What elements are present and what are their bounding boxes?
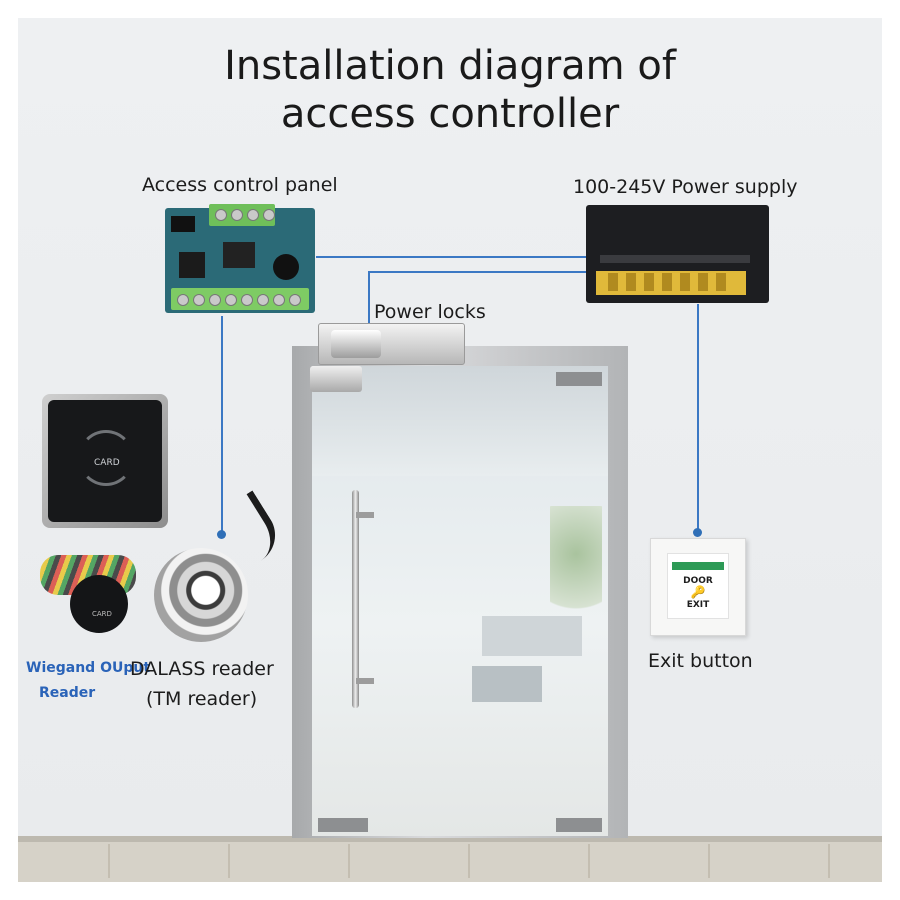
terminal-screw (193, 294, 205, 306)
psu-text-strip (600, 255, 750, 263)
floor-tile (108, 844, 110, 878)
floor-tile (228, 844, 230, 878)
key-icon: 🔑 (690, 585, 706, 599)
dalass-label-line-2: (TM reader) (146, 688, 258, 710)
lock-cylinder (331, 330, 381, 358)
office-desk (482, 616, 582, 656)
wiegand-card-text: CARD (92, 610, 112, 618)
diagram-title: Installation diagram of access controlle… (0, 42, 900, 138)
door-handle (352, 490, 359, 708)
floor-tile (708, 844, 710, 878)
terminal-screw (257, 294, 269, 306)
buzzer (273, 254, 299, 280)
wire-end-dot (217, 530, 226, 539)
handle-bracket (356, 512, 374, 518)
wiegand-label-line-1: Wiegand OUput (26, 660, 151, 676)
psu-terminal (644, 273, 654, 291)
terminal-screw (241, 294, 253, 306)
door-patch-fitting (318, 818, 368, 832)
terminal-screw (273, 294, 285, 306)
chip (223, 242, 255, 268)
exit-label: Exit button (648, 650, 753, 672)
wiegand-label-line-2: Reader (39, 685, 96, 701)
exit-button-exit-text: EXIT (686, 600, 710, 610)
wiegand-reader-body (70, 575, 128, 633)
reader-face: CARD (48, 400, 162, 522)
terminal-screw (289, 294, 301, 306)
power-supply-icon (586, 205, 769, 303)
dalass-reader-icon (154, 548, 248, 642)
terminal-screw (263, 209, 275, 221)
office-chair (472, 666, 542, 702)
reader-card-text: CARD (94, 458, 120, 468)
exit-button-green-band (672, 562, 724, 570)
psu-terminal (608, 273, 618, 291)
wire-psu-to-lock-horizontal (368, 271, 588, 273)
wire-psu-to-lock-vertical (368, 271, 370, 327)
electric-lock-icon (318, 323, 465, 365)
exit-button-face: DOOR 🔑 EXIT (667, 553, 729, 619)
terminal-screw (225, 294, 237, 306)
terminal-screw (209, 294, 221, 306)
door-patch-fitting (556, 818, 602, 832)
terminal-screw (231, 209, 243, 221)
header-pins (171, 216, 195, 232)
psu-terminal (626, 273, 636, 291)
panel-label: Access control panel (142, 174, 338, 196)
lock-strike-plate (310, 366, 362, 392)
floor-tile (348, 844, 350, 878)
wire-end-dot (693, 528, 702, 537)
terminal-screw (247, 209, 259, 221)
exit-button-door-text: DOOR (683, 576, 713, 586)
floor-tile (828, 844, 830, 878)
floor-tile (468, 844, 470, 878)
terminal-screw (215, 209, 227, 221)
control-panel-icon (165, 204, 315, 313)
relay (179, 252, 205, 278)
psu-terminal (662, 273, 672, 291)
floor (18, 836, 882, 882)
dalass-label-line-1: DALASS reader (130, 658, 274, 680)
exit-button-icon: DOOR 🔑 EXIT (650, 538, 746, 636)
wire-psu-to-exit (697, 304, 699, 532)
floor-edge (18, 836, 882, 842)
psu-terminal (716, 273, 726, 291)
psu-terminal (680, 273, 690, 291)
rfid-arc (78, 430, 134, 486)
door-patch-fitting (556, 372, 602, 386)
floor-tile (588, 844, 590, 878)
psu-label: 100-245V Power supply (573, 176, 798, 198)
card-reader-icon: CARD (42, 394, 168, 528)
wiegand-reader-icon: CARD (40, 555, 136, 639)
wire-panel-to-reader (221, 316, 223, 534)
title-line-1: Installation diagram of (224, 43, 676, 89)
wire-panel-to-psu (316, 256, 588, 258)
title-line-2: access controller (280, 91, 620, 137)
terminal-screw (177, 294, 189, 306)
handle-bracket (356, 678, 374, 684)
lock-label: Power locks (374, 301, 486, 323)
psu-terminal (698, 273, 708, 291)
office-plant (550, 506, 602, 626)
